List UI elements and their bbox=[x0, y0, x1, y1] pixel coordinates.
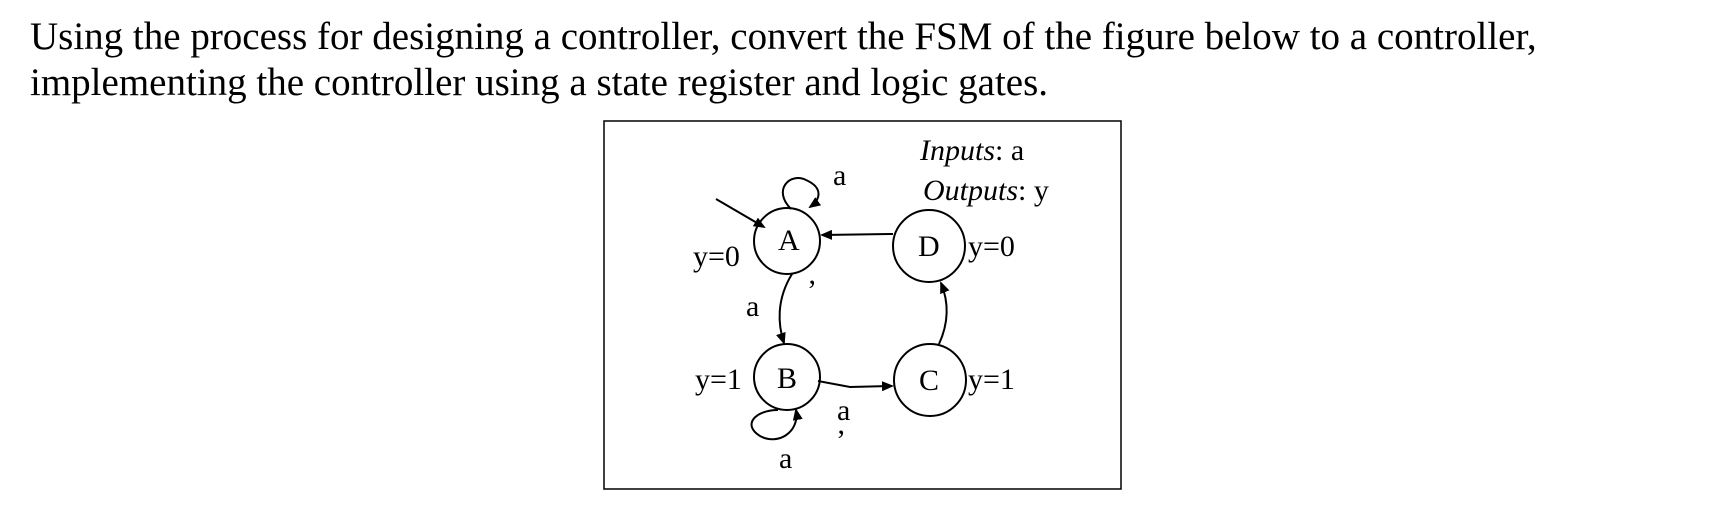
legend-inputs: Inputs: a bbox=[919, 134, 1024, 167]
transition-a-self-label: a bbox=[833, 159, 846, 192]
transition-b-self-label: a bbox=[779, 442, 792, 475]
state-b-circle bbox=[753, 343, 821, 411]
transition-b-to-c-prime: ’ bbox=[836, 424, 846, 457]
transition-b-to-c bbox=[817, 380, 894, 392]
legend-outputs-label: Outputs bbox=[923, 174, 1018, 207]
legend-outputs: Outputs: y bbox=[923, 174, 1049, 207]
state-a-output: y=0 bbox=[693, 240, 740, 273]
state-d-circle bbox=[892, 209, 966, 283]
question-line-1: Using the process for designing a contro… bbox=[30, 15, 1537, 58]
question-line-2: implementing the controller using a stat… bbox=[30, 61, 1049, 104]
legend-outputs-value: : y bbox=[1018, 174, 1049, 207]
initial-state-arrow bbox=[715, 198, 766, 229]
state-c-label: C bbox=[919, 364, 939, 397]
transition-d-to-a bbox=[820, 229, 894, 240]
question-text: Using the process for designing a contro… bbox=[30, 14, 1710, 106]
state-b-output: y=1 bbox=[695, 363, 742, 396]
legend-inputs-value: : a bbox=[995, 134, 1024, 167]
state-a-circle bbox=[753, 207, 821, 275]
state-c-circle bbox=[893, 343, 967, 417]
legend-inputs-label: Inputs bbox=[919, 134, 995, 167]
figure-frame bbox=[603, 120, 1122, 490]
transition-a-to-b-label: a bbox=[746, 290, 759, 323]
transition-a-to-b-prime: ’ bbox=[807, 274, 817, 307]
transition-b-self-loop bbox=[750, 408, 803, 441]
state-a-label: A bbox=[778, 224, 800, 257]
state-b-label: B bbox=[777, 362, 797, 395]
transition-b-to-c-label: a bbox=[837, 394, 850, 427]
transition-a-self-loop bbox=[781, 177, 822, 210]
transition-a-to-b bbox=[776, 273, 793, 345]
state-d-output: y=0 bbox=[968, 230, 1015, 263]
transition-c-to-d bbox=[938, 281, 950, 345]
state-c-output: y=1 bbox=[968, 363, 1015, 396]
state-d-label: D bbox=[918, 230, 940, 263]
